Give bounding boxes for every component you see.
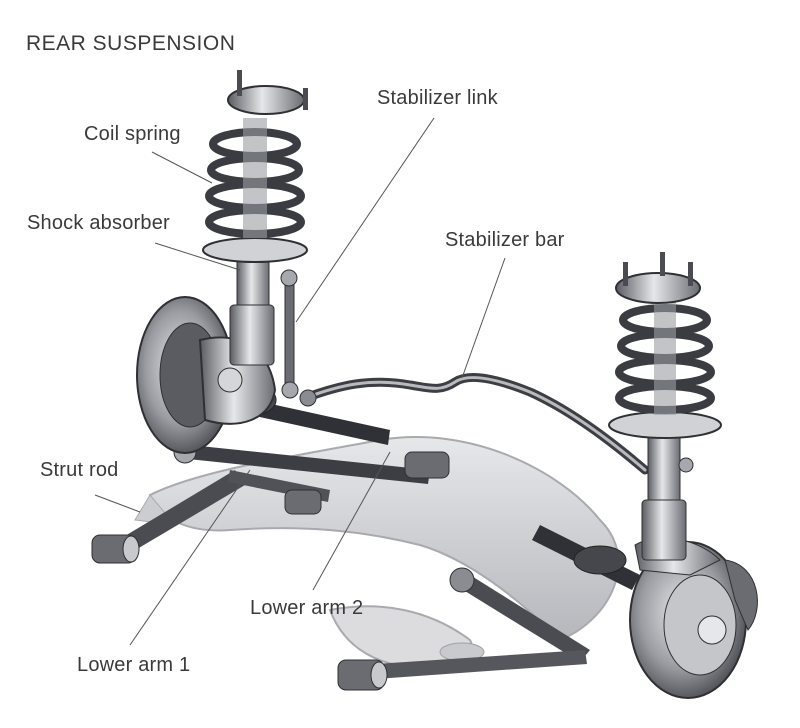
stabilizer-bar [299,372,650,475]
leader-strut-rod [94,494,141,513]
label-stabilizer-link: Stabilizer link [377,87,498,109]
left-coil-spring [202,70,308,263]
leader-stabilizer-link [295,117,435,323]
leader-lower-arm-2 [312,451,391,591]
leader-shock-absorber [154,242,241,271]
leader-stabilizer-bar [461,257,506,379]
right-hub [629,537,758,699]
lower-arm-1 [91,470,245,564]
leader-coil-spring [151,151,213,184]
lower-arm-2 [337,567,590,691]
label-coil-spring: Coil spring [84,123,181,145]
right-shock-absorber [641,429,694,561]
stabilizer-link [280,269,299,399]
label-lower-arm-2: Lower arm 2 [250,597,364,619]
label-strut-rod: Strut rod [40,459,119,481]
label-lower-arm-1: Lower arm 1 [77,654,191,676]
label-stabilizer-bar: Stabilizer bar [445,229,565,251]
leader-lower-arm-1 [129,469,251,646]
diagram-title: REAR SUSPENSION [26,32,236,55]
label-shock-absorber: Shock absorber [27,212,170,234]
leader-lines [94,117,506,646]
right-coil-spring [608,252,722,439]
